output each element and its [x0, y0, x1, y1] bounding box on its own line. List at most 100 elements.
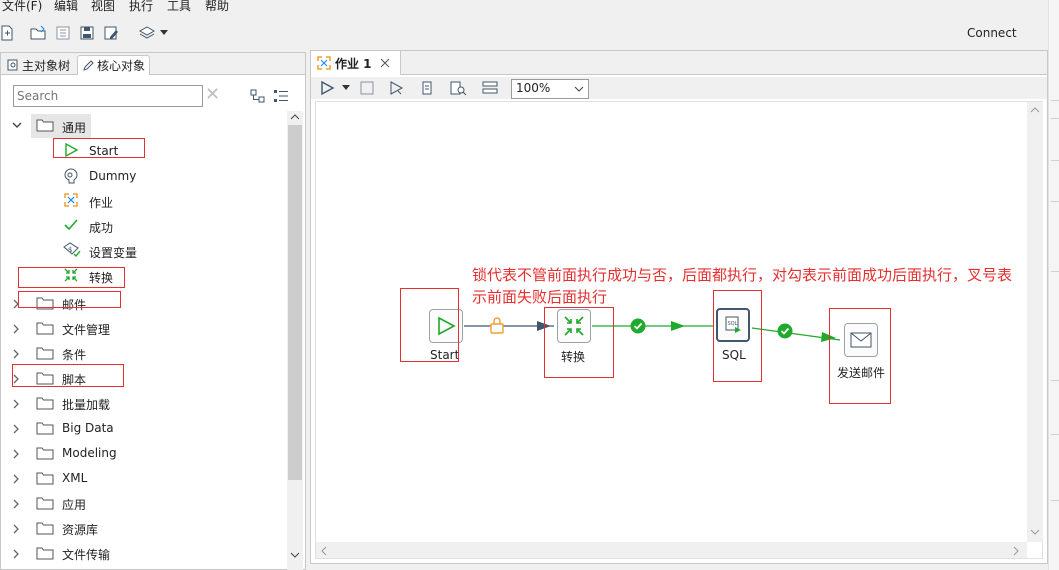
node-transform[interactable] — [557, 309, 591, 343]
node-start-label: Start — [430, 348, 460, 362]
scroll-up-icon[interactable] — [290, 113, 300, 121]
chevron-down-icon — [574, 86, 584, 92]
layers-dropdown-icon[interactable] — [158, 22, 170, 44]
node-mail[interactable] — [844, 323, 878, 357]
zoom-value: 100% — [516, 81, 551, 95]
success-hop-check-icon[interactable] — [630, 318, 646, 334]
menu-help[interactable]: 帮助 — [205, 0, 230, 13]
menu-view[interactable]: 视图 — [91, 0, 116, 13]
connect-button[interactable]: Connect — [967, 26, 1017, 40]
run-dropdown-icon[interactable] — [342, 85, 350, 91]
tree-folder-label: 文件管理 — [62, 323, 111, 337]
scroll-thumb[interactable] — [288, 125, 302, 480]
canvas-hscroll[interactable] — [316, 542, 1027, 558]
node-sql[interactable]: SQL — [716, 308, 750, 342]
job-canvas[interactable]: Start 转换 SQL SQL 发送邮件 锁代表不管前面执行成功与否，后面都执… — [315, 101, 1043, 559]
menu-file[interactable]: 文件(F) — [2, 0, 43, 13]
tree-item-job[interactable]: 作业 — [89, 196, 114, 210]
sql-generate-icon[interactable] — [481, 80, 499, 96]
chevron-right-icon[interactable] — [13, 373, 21, 387]
tree-item-transformation[interactable]: 转换 — [89, 271, 114, 285]
chevron-right-icon[interactable] — [13, 498, 21, 512]
folder-icon — [36, 397, 54, 410]
sql-script-icon: SQL — [725, 316, 741, 333]
tree-folder-row[interactable]: 资源库 — [1, 518, 285, 540]
tree-folder-label: 邮件 — [62, 298, 87, 312]
set-variable-icon: $ — [63, 242, 81, 258]
search-input[interactable] — [13, 85, 203, 107]
tab-job-1-label: 作业 1 — [335, 56, 372, 71]
tree-folder-general[interactable]: 通用 — [62, 121, 87, 135]
chevron-right-icon[interactable] — [13, 298, 21, 312]
scroll-down-icon[interactable] — [290, 551, 300, 559]
chevron-right-icon[interactable] — [13, 448, 21, 462]
success-hop-check-icon[interactable] — [777, 323, 793, 339]
chevron-right-icon[interactable] — [13, 423, 21, 437]
tree-folder-row[interactable]: 邮件 — [1, 293, 285, 315]
collapse-all-icon[interactable] — [250, 88, 266, 107]
scroll-down-icon[interactable] — [1030, 528, 1040, 536]
explore-repository-icon[interactable] — [52, 22, 74, 44]
menu-tools[interactable]: 工具 — [167, 0, 192, 13]
chevron-right-icon[interactable] — [13, 523, 21, 537]
tree-folder-label: Big Data — [62, 421, 114, 435]
tree-folder-row[interactable]: XML — [1, 468, 285, 490]
tree-folder-row[interactable]: 文件管理 — [1, 318, 285, 340]
preview-icon[interactable] — [389, 80, 405, 96]
tree-folder-row[interactable]: 批量加载 — [1, 393, 285, 415]
tree-folder-label: 应用 — [62, 498, 87, 512]
tree-item-set-variable[interactable]: 设置变量 — [89, 246, 138, 260]
scroll-right-icon[interactable] — [1012, 546, 1020, 556]
tab-job-1[interactable]: 作业 1 — [311, 51, 401, 75]
node-transform-label: 转换 — [561, 350, 586, 364]
new-file-icon[interactable] — [0, 22, 18, 44]
canvas-vscroll[interactable] — [1027, 102, 1043, 542]
impact-analysis-icon[interactable] — [449, 80, 467, 96]
chevron-right-icon[interactable] — [13, 323, 21, 337]
annotation-line-2: 示前面失败后面执行 — [472, 288, 608, 306]
tree-item-success[interactable]: 成功 — [89, 221, 114, 235]
scroll-up-icon[interactable] — [1030, 106, 1040, 114]
mail-icon — [850, 332, 872, 348]
tab-main-tree[interactable]: 主对象树 — [3, 55, 74, 75]
menu-edit[interactable]: 编辑 — [54, 0, 79, 13]
chevron-right-icon[interactable] — [13, 548, 21, 562]
save-icon[interactable] — [76, 22, 98, 44]
tree-folder-row[interactable]: 条件 — [1, 343, 285, 365]
tree-folder-row[interactable]: 应用 — [1, 493, 285, 515]
tree-folder-row[interactable]: 文件传输 — [1, 543, 285, 565]
tree-item-start[interactable]: Start — [89, 144, 119, 158]
tab-core-objects[interactable]: 核心对象 — [77, 55, 151, 75]
node-mail-label: 发送邮件 — [837, 366, 886, 380]
run-icon[interactable] — [319, 80, 335, 96]
menu-run[interactable]: 执行 — [129, 0, 154, 13]
chevron-right-icon[interactable] — [13, 473, 21, 487]
verify-icon[interactable] — [419, 80, 435, 96]
layers-icon[interactable] — [136, 22, 158, 44]
stop-icon[interactable] — [359, 80, 375, 96]
expand-all-icon[interactable] — [273, 88, 289, 107]
job-tab-icon — [317, 56, 331, 70]
tree-folder-row[interactable]: Modeling — [1, 443, 285, 465]
close-tab-icon[interactable] — [380, 58, 390, 68]
job-icon — [64, 193, 78, 207]
chevron-right-icon[interactable] — [13, 348, 21, 362]
tree-scrollbar[interactable] — [287, 111, 303, 570]
open-file-icon[interactable] — [28, 22, 50, 44]
scroll-left-icon[interactable] — [320, 546, 328, 556]
tree-folder-row[interactable]: Big Data — [1, 418, 285, 440]
zoom-select[interactable]: 100% — [511, 79, 589, 99]
lock-icon[interactable] — [490, 317, 504, 335]
node-start[interactable] — [429, 309, 463, 343]
clear-search-icon[interactable]: ✕ — [205, 84, 221, 105]
menu-bar: 文件(F) 编辑 视图 执行 工具 帮助 — [0, 0, 1059, 14]
chevron-right-icon[interactable] — [13, 398, 21, 412]
folder-icon — [36, 119, 54, 132]
tree-item-dummy[interactable]: Dummy — [89, 169, 137, 183]
start-icon — [438, 316, 456, 336]
folder-icon — [36, 547, 54, 560]
save-as-icon[interactable] — [100, 22, 122, 44]
tree-folder-row[interactable]: 脚本 — [1, 368, 285, 390]
chevron-down-icon[interactable] — [12, 120, 22, 132]
